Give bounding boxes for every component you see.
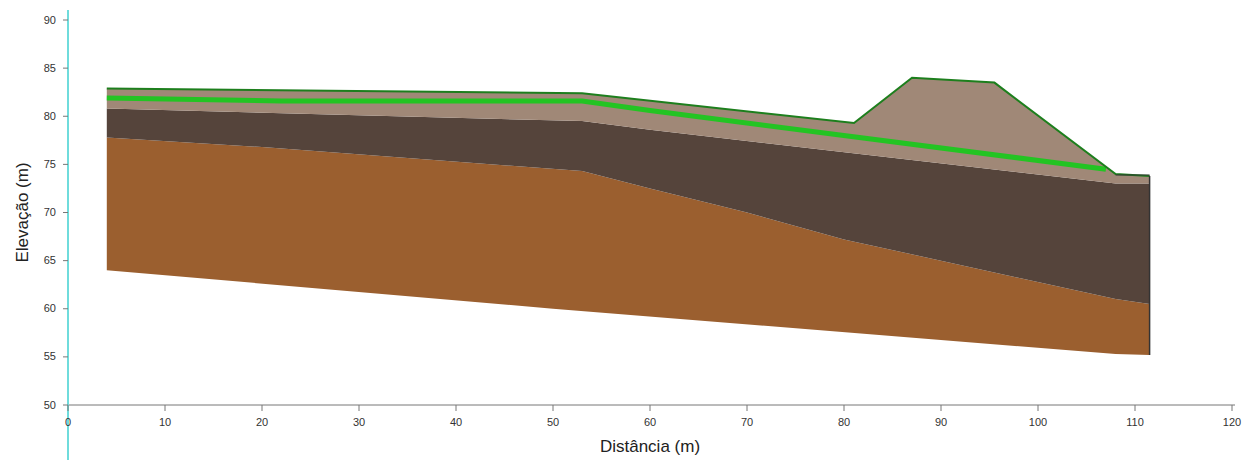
- y-tick-label: 60: [44, 303, 56, 314]
- tick-mark: [359, 405, 360, 411]
- tick-mark: [63, 212, 68, 213]
- x-tick-label: 30: [353, 417, 365, 428]
- x-tick-label: 40: [450, 417, 462, 428]
- tick-mark: [63, 68, 68, 69]
- x-tick-label: 100: [1029, 417, 1047, 428]
- section-edge: [1116, 175, 1150, 176]
- x-tick-label: 10: [159, 417, 171, 428]
- y-axis: [67, 10, 69, 460]
- y-tick-label: 90: [44, 15, 56, 26]
- tick-mark: [165, 405, 166, 411]
- tick-mark: [553, 405, 554, 411]
- x-tick-label: 90: [935, 417, 947, 428]
- y-tick-label: 65: [44, 255, 56, 266]
- y-tick-label: 50: [44, 400, 56, 411]
- tick-mark: [68, 405, 69, 411]
- tick-mark: [63, 164, 68, 165]
- x-tick-label: 20: [256, 417, 268, 428]
- tick-mark: [63, 308, 68, 309]
- tick-mark: [63, 116, 68, 117]
- axis-ticks: [63, 20, 1232, 411]
- tick-mark: [650, 405, 651, 411]
- tick-mark: [1038, 405, 1039, 411]
- x-tick-label: 120: [1223, 417, 1241, 428]
- y-tick-label: 55: [44, 351, 56, 362]
- tick-mark: [844, 405, 845, 411]
- geosynthetic-band: [107, 98, 1106, 169]
- x-tick-label: 80: [838, 417, 850, 428]
- tick-mark: [456, 405, 457, 411]
- y-tick-label: 75: [44, 159, 56, 170]
- x-tick-label: 60: [644, 417, 656, 428]
- y-tick-label: 80: [44, 111, 56, 122]
- y-axis-title: Elevação (m): [14, 162, 31, 262]
- tick-mark: [1232, 405, 1233, 411]
- tick-mark: [262, 405, 263, 411]
- tick-mark: [63, 356, 68, 357]
- x-tick-label: 0: [65, 417, 71, 428]
- y-tick-label: 70: [44, 207, 56, 218]
- x-tick-label: 50: [547, 417, 559, 428]
- tick-mark: [63, 260, 68, 261]
- tick-mark: [941, 405, 942, 411]
- x-tick-label: 70: [741, 417, 753, 428]
- upper-soil-layer: [107, 78, 1150, 184]
- x-axis-title: Distância (m): [600, 438, 700, 455]
- x-tick-label: 110: [1126, 417, 1144, 428]
- tick-mark: [63, 405, 68, 406]
- tick-mark: [1135, 405, 1136, 411]
- surface-line: [107, 78, 1150, 176]
- x-axis: [68, 405, 1235, 406]
- tick-mark: [747, 405, 748, 411]
- y-tick-label: 85: [44, 63, 56, 74]
- section-edge: [1149, 176, 1151, 355]
- tick-mark: [63, 20, 68, 21]
